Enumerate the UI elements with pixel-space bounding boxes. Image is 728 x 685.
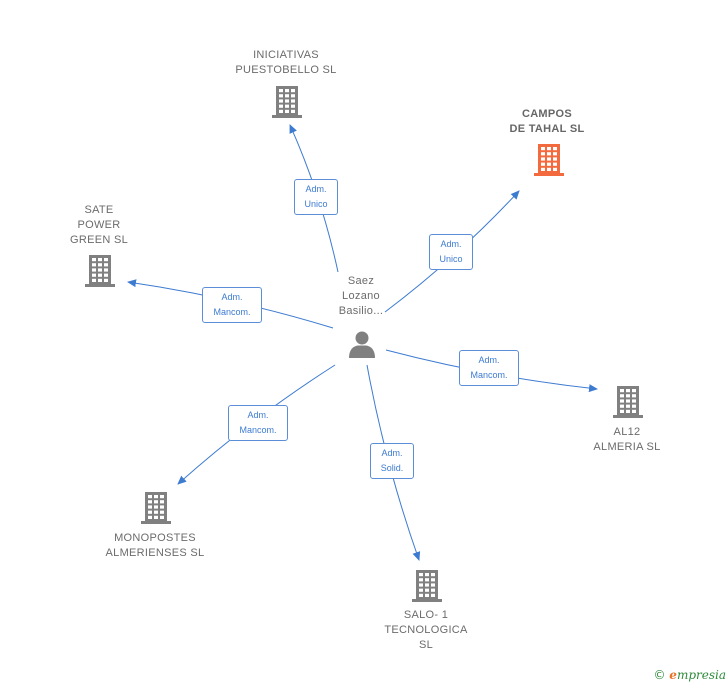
brand-logo-initial: e (669, 668, 677, 682)
company-label-iniciativas[interactable]: INICIATIVAS PUESTOBELLO SL (235, 49, 337, 76)
relation-label-campos: Adm. Unico (429, 234, 473, 270)
relation-label-sate: Adm. Mancom. (202, 287, 262, 323)
building-icon-al12[interactable] (613, 386, 643, 418)
relation-label-iniciativas: Adm. Unico (294, 179, 338, 215)
relation-label-monopostes: Adm. Mancom. (228, 405, 288, 441)
company-label-salo[interactable]: SALO- 1 TECNOLOGICA SL (384, 609, 468, 651)
center-person-name[interactable]: Saez Lozano Basilio... (338, 275, 384, 317)
company-label-al12[interactable]: AL12 ALMERIA SL (593, 426, 661, 453)
person-icon[interactable] (347, 329, 377, 359)
brand-footer: © empresia (653, 668, 726, 682)
building-icon-campos[interactable] (534, 144, 564, 176)
building-icon-salo[interactable] (412, 570, 442, 602)
building-icon-sate[interactable] (85, 255, 115, 287)
building-icon-iniciativas[interactable] (272, 86, 302, 118)
company-label-sate[interactable]: SATE POWER GREEN SL (69, 204, 129, 246)
copyright-icon: © (653, 668, 666, 682)
company-label-monopostes[interactable]: MONOPOSTES ALMERIENSES SL (105, 532, 205, 559)
brand-logo-text: mpresia (676, 668, 726, 682)
building-icon-monopostes[interactable] (141, 492, 171, 524)
relation-label-salo: Adm. Solid. (370, 443, 414, 479)
company-label-campos[interactable]: CAMPOS DE TAHAL SL (509, 108, 585, 135)
relation-label-al12: Adm. Mancom. (459, 350, 519, 386)
